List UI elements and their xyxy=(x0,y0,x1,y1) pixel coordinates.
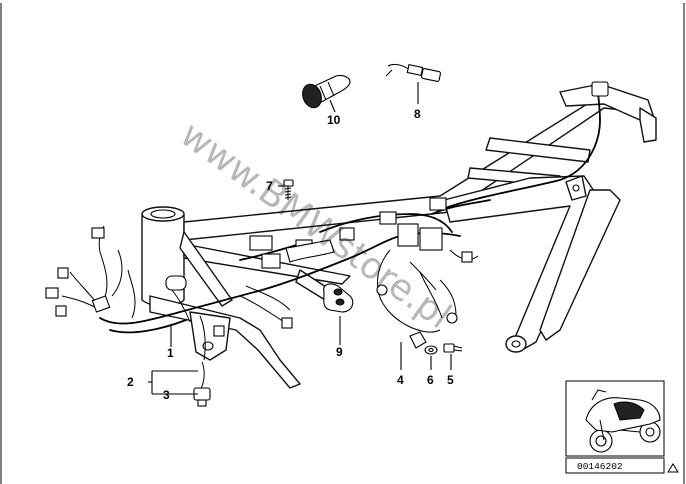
callout-9: 9 xyxy=(336,345,343,359)
washer-part xyxy=(424,345,438,355)
callout-6: 6 xyxy=(427,373,434,387)
connector-part xyxy=(193,361,211,407)
plug-connector-part xyxy=(385,63,442,82)
callout-1: 1 xyxy=(167,346,174,360)
callout-7: 7 xyxy=(266,179,273,193)
callout-2: 2 xyxy=(127,375,134,389)
screw-part xyxy=(283,179,294,200)
callout-lines xyxy=(148,82,452,395)
callout-10: 10 xyxy=(327,113,341,127)
callout-8: 8 xyxy=(414,107,421,121)
wiring-harness xyxy=(61,89,601,361)
motorcycle-silhouette-icon xyxy=(585,389,661,453)
holder-part xyxy=(323,283,354,313)
harness-components xyxy=(45,81,609,349)
callout-5: 5 xyxy=(447,373,454,387)
location-inset: 00146202 xyxy=(565,380,665,474)
callout-3: 3 xyxy=(163,388,170,402)
triangle-icon xyxy=(667,463,679,473)
rubber-boot-part xyxy=(302,74,351,109)
reference-number: 00146202 xyxy=(577,461,623,472)
bolt-part xyxy=(443,343,463,353)
callout-labels: 1 2 3 4 5 6 7 8 9 10 xyxy=(127,107,454,402)
callout-4: 4 xyxy=(397,373,404,387)
